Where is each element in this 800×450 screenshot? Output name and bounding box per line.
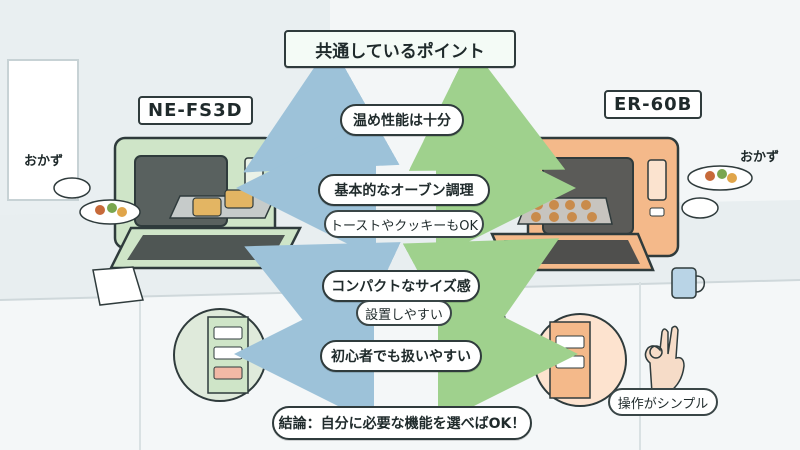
point-beginner: 初心者でも扱いやすい	[320, 340, 482, 372]
page-title: 共通しているポイント	[284, 30, 516, 68]
point-compact: コンパクトなサイズ感	[322, 270, 480, 302]
left-model-label: NE-FS3D	[138, 96, 253, 125]
right-side-dish-label: おかず	[740, 150, 780, 165]
bread-toast-icon	[192, 197, 222, 217]
conclusion: 結論：自分に必要な機能を選べばOK！	[272, 406, 532, 440]
left-side-dish-label: おかず	[24, 154, 64, 169]
right-dishes	[681, 165, 753, 219]
point-oven-cooking-sub: トーストやクッキーもOK	[324, 210, 484, 238]
mug-icon	[671, 267, 706, 299]
right-model-label: ER-60B	[604, 90, 703, 119]
point-compact-sub: 設置しやすい	[356, 300, 452, 326]
rice-bowl-icon	[53, 177, 91, 199]
point-oven-cooking: 基本的なオーブン調理	[318, 174, 490, 206]
left-dishes	[53, 177, 141, 225]
point-beginner-sub: 操作がシンプル	[608, 388, 718, 416]
point-heating: 温め性能は十分	[340, 104, 464, 136]
towel-icon	[92, 266, 144, 306]
ok-hand-icon	[644, 325, 685, 394]
